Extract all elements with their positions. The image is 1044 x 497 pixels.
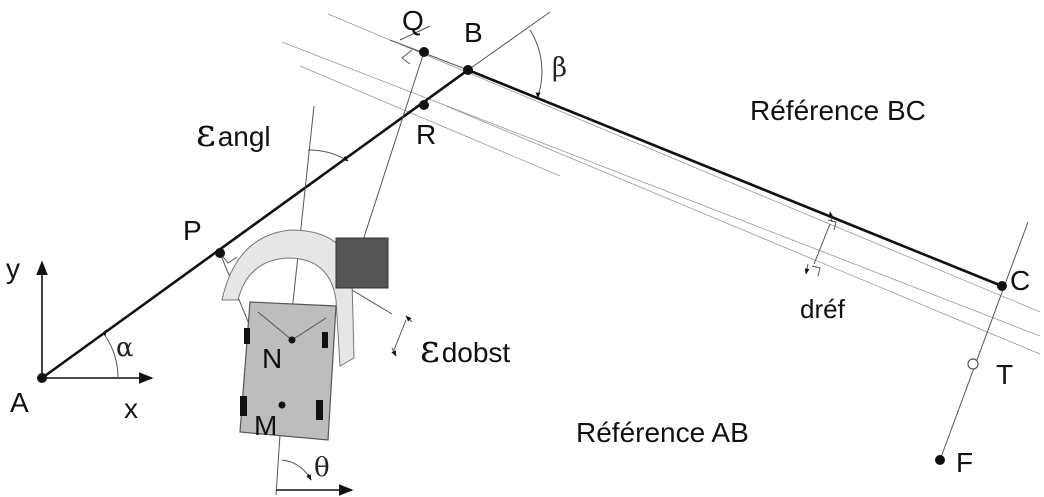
wheel-front-left <box>244 328 250 344</box>
label-n: N <box>262 343 282 374</box>
point-q <box>419 47 429 57</box>
dobst-span <box>393 319 407 351</box>
robot-front-link-left <box>257 311 293 341</box>
dobst-arrow-bottom <box>391 347 397 357</box>
robot-body <box>239 301 337 441</box>
label-reference-bc: Référence BC <box>750 95 926 126</box>
angle-label-beta: β <box>552 53 567 83</box>
bc-offset-line-upper <box>327 13 1041 313</box>
beta-arc <box>529 29 543 97</box>
eps-dobst-subscript: dobst <box>442 337 511 368</box>
dobst-arrow-top <box>405 315 413 323</box>
dref-span <box>813 223 831 265</box>
right-angle-mark-dref-top <box>827 219 837 231</box>
bc-offset-line-inner <box>299 65 561 177</box>
right-angle-mark-q <box>401 49 413 65</box>
wheel-front-right <box>322 332 328 348</box>
point-b <box>463 65 473 75</box>
axis-label-y: y <box>6 253 20 284</box>
bc-reference-offset <box>445 105 1041 355</box>
label-m: M <box>254 410 277 441</box>
right-angle-mark-dref-bottom <box>811 265 821 277</box>
label-r: R <box>416 119 436 150</box>
label-eps-angl: εangl <box>196 111 271 155</box>
label-dref: dréf <box>800 294 846 324</box>
alpha-arc <box>103 333 119 379</box>
label-b: B <box>464 17 483 48</box>
point-p <box>215 248 225 258</box>
point-c <box>997 281 1007 291</box>
eps-angl-arc <box>307 149 347 161</box>
bq-link <box>399 25 431 41</box>
eps-angl-subscript: angl <box>218 121 271 152</box>
label-eps-dobst: εdobst <box>420 327 510 371</box>
label-c: C <box>1010 265 1030 296</box>
label-f: F <box>956 447 973 478</box>
q-projection-line <box>355 51 425 263</box>
point-f <box>935 455 945 465</box>
obstacle-distance-guide <box>351 289 393 315</box>
ab-extension-line <box>467 11 551 71</box>
eps-dobst-symbol: ε <box>420 327 440 371</box>
point-a <box>37 373 47 383</box>
point-m <box>278 401 286 409</box>
axis-label-x: x <box>124 393 138 424</box>
angle-label-alpha: α <box>116 333 134 363</box>
robot-front-link-right <box>291 317 327 341</box>
label-q: Q <box>402 5 424 36</box>
eps-angl-symbol: ε <box>196 111 216 155</box>
point-r <box>419 100 429 110</box>
bc-extension-left <box>389 39 469 71</box>
theta-arc <box>281 459 311 479</box>
point-t <box>967 358 979 370</box>
label-reference-ab: Référence AB <box>576 417 749 448</box>
label-p: P <box>183 215 202 246</box>
dref-arrow-top <box>828 211 834 223</box>
alpha-arc-arrow <box>101 329 107 336</box>
bc-offset-line-lower <box>281 41 1041 337</box>
dref-arrow-bottom <box>804 263 810 275</box>
eps-angl-arc-arrow <box>342 155 349 162</box>
obstacle <box>335 237 389 289</box>
c-normal-line <box>939 221 1029 461</box>
wheel-rear-left <box>240 396 247 416</box>
sensor-zone <box>221 229 355 367</box>
angle-label-theta: θ <box>314 453 330 483</box>
point-n <box>288 336 296 344</box>
wheel-rear-right <box>316 400 323 420</box>
label-a: A <box>10 387 29 418</box>
theta-arc-arrow <box>306 473 312 481</box>
label-t: T <box>996 359 1013 390</box>
